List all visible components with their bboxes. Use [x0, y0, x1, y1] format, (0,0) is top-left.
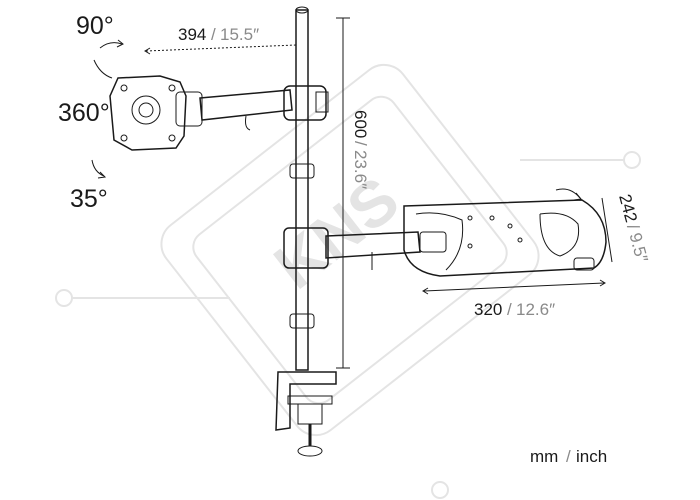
lower-arm: [283, 227, 421, 270]
pole-height-mm: 600: [351, 110, 370, 138]
arm-length-separator: /: [211, 25, 216, 44]
pole-height-inch: 23.6″: [351, 150, 370, 189]
tray-width-inch: 12.6″: [516, 300, 555, 319]
pole-height-separator: /: [351, 141, 370, 146]
angle-label: 35°: [70, 185, 108, 213]
tray-depth-separator: /: [623, 222, 643, 232]
arm-length-inch: 15.5″: [220, 25, 259, 44]
tray-width-separator: /: [507, 300, 512, 319]
laptop-tray: [403, 199, 607, 277]
tray-depth-mm: 242: [615, 192, 641, 224]
tray-width-dimension: 320 / 12.6″: [422, 279, 606, 319]
watermark: KNS: [55, 63, 641, 499]
units-separator: /: [566, 447, 571, 466]
tilt-arrow-icon: [93, 39, 124, 79]
arm-length-mm: 394: [178, 25, 206, 44]
desk-clamp: [275, 371, 337, 457]
swivel-label: 360°: [58, 99, 110, 127]
tilt-label: 90°: [76, 12, 114, 40]
arm-length-dimension: 394 / 15.5″: [144, 25, 297, 55]
tray-width-mm: 320: [474, 300, 502, 319]
units-legend: mm / inch: [530, 447, 607, 466]
tray-depth-inch: 9.5″: [625, 231, 651, 265]
units-inch: inch: [576, 447, 607, 466]
pole: [289, 6, 315, 371]
units-mm: mm: [530, 447, 558, 466]
pole-height-dimension: 600 / 23.6″: [336, 17, 370, 369]
vesa-plate: [109, 75, 203, 151]
upper-arm: [199, 85, 329, 131]
angle-arrow-icon: [91, 159, 107, 179]
